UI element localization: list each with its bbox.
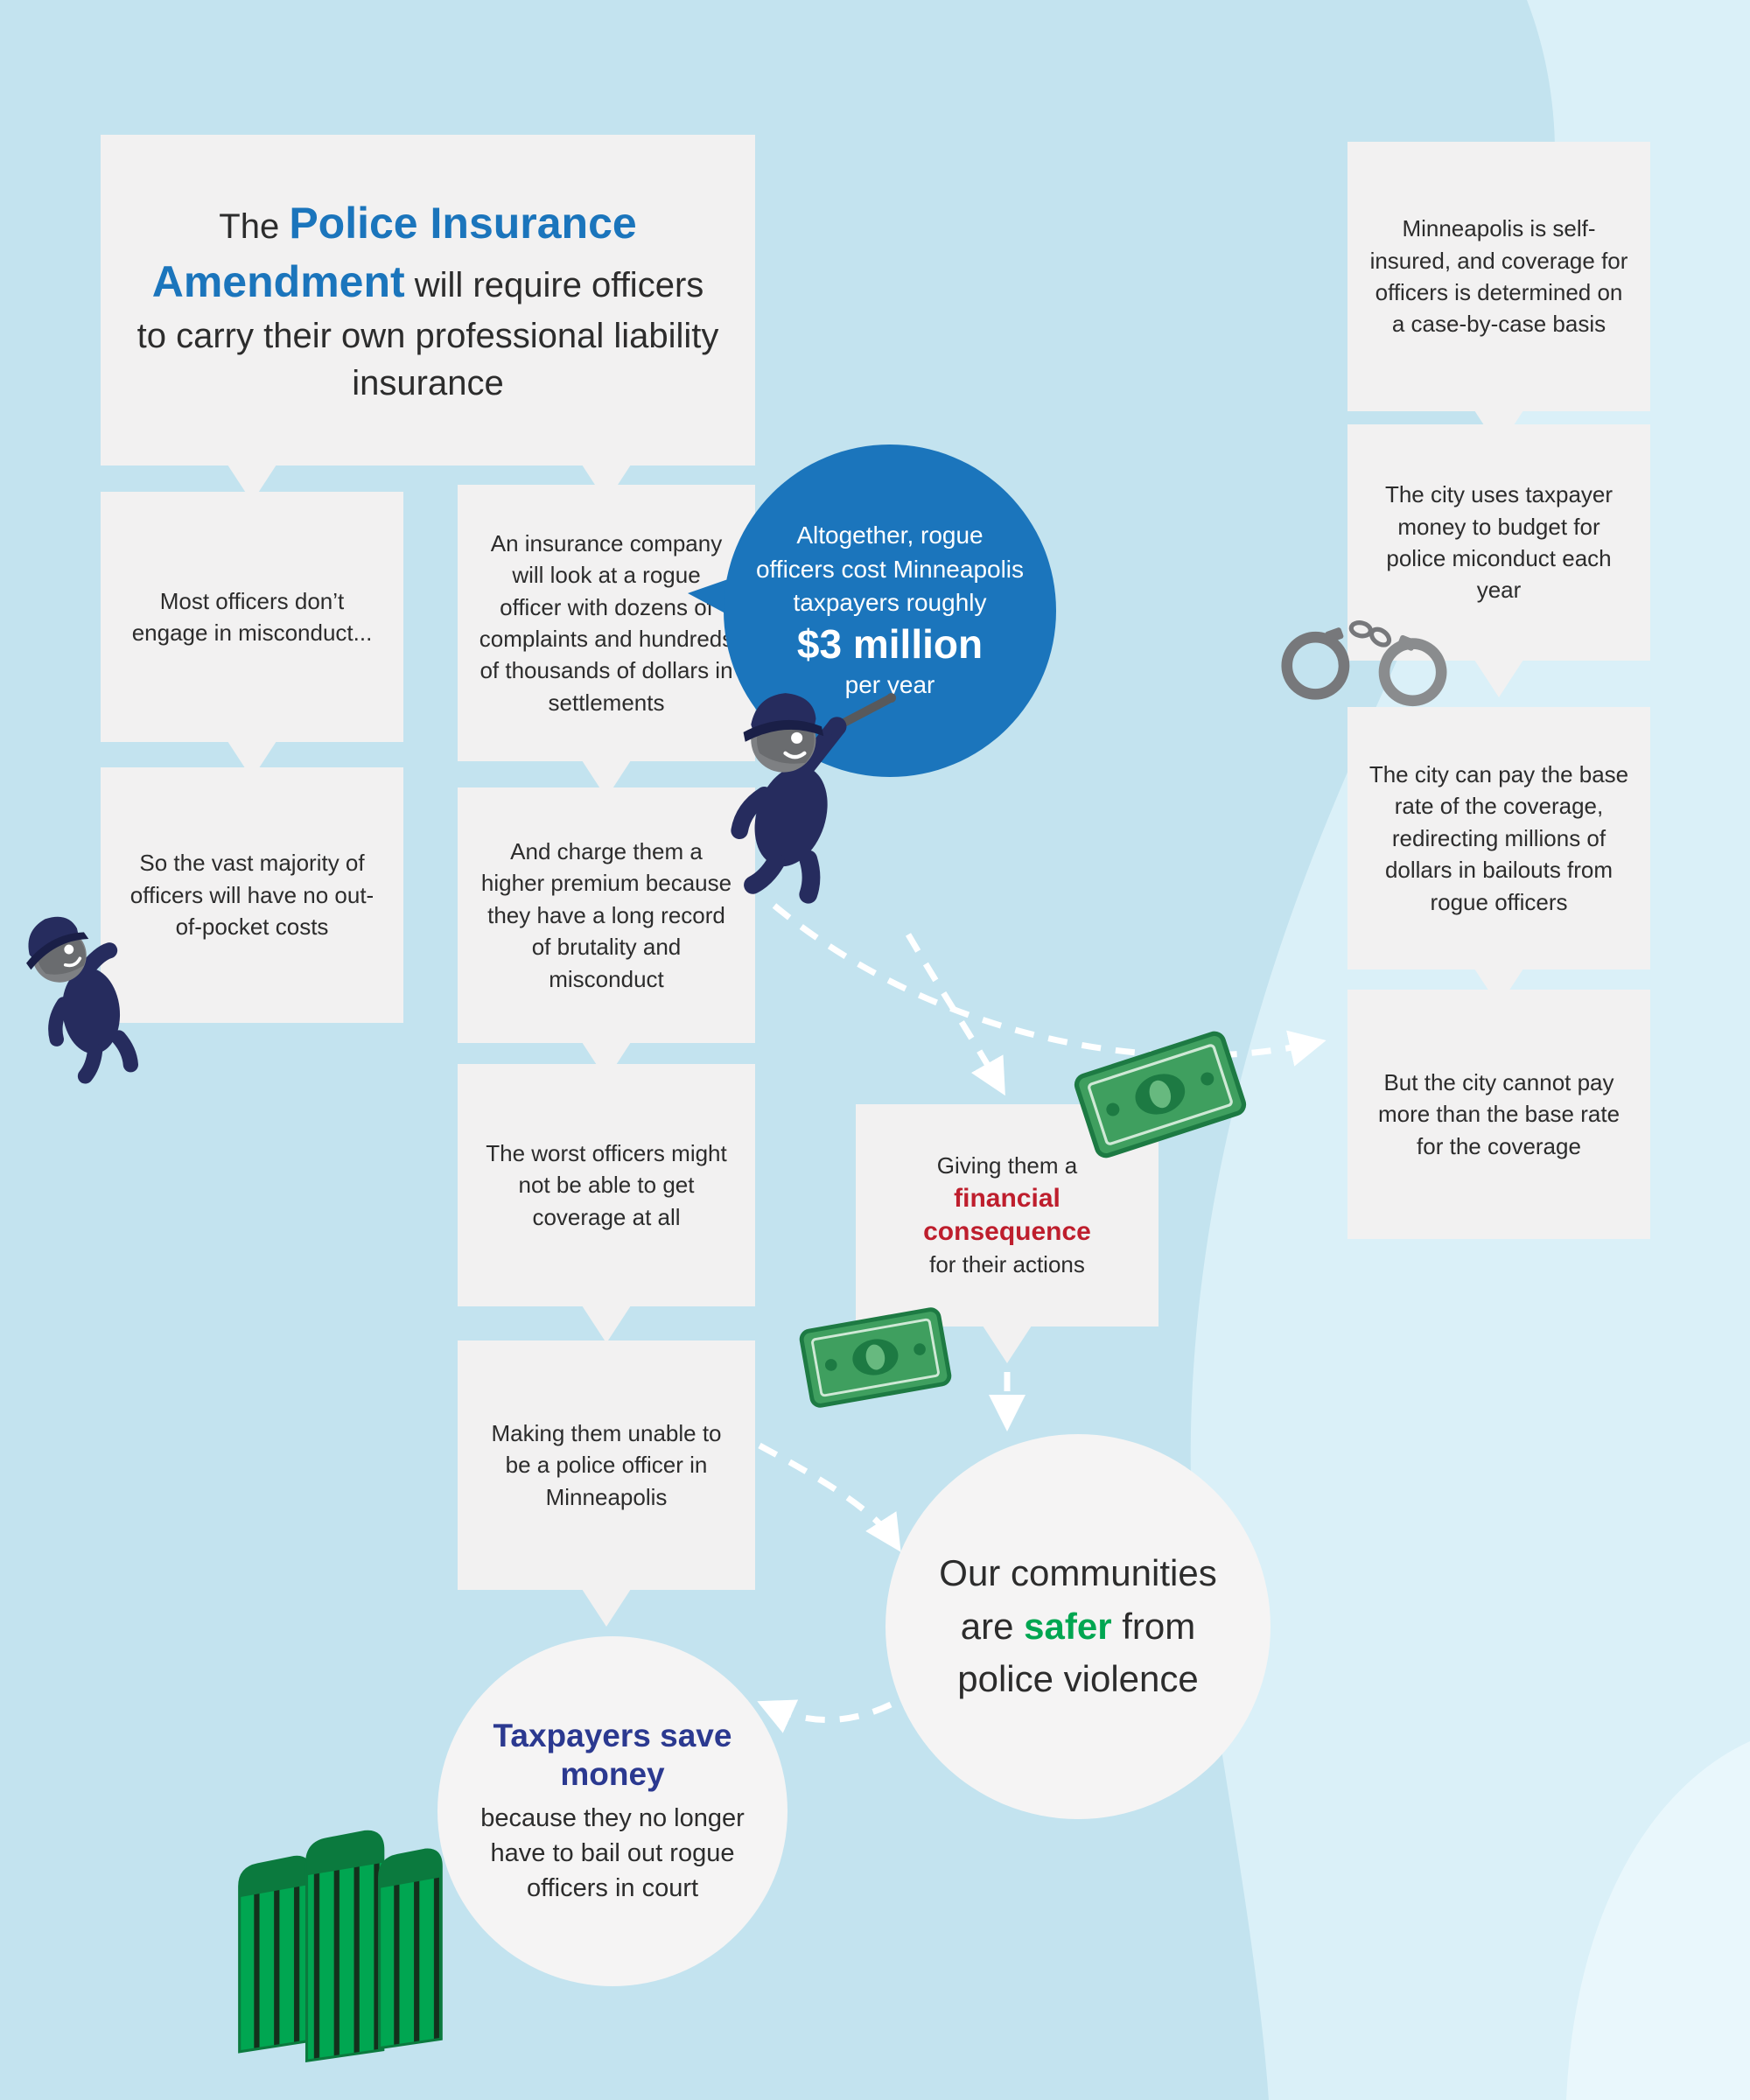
box-no-coverage-text: The worst officers might not be able to … — [486, 1139, 727, 1230]
taxpayers-highlight: Taxpayers save money — [493, 1717, 732, 1792]
cost-bubble-amount: $3 million — [796, 621, 984, 668]
box-no-out-of-pocket: So the vast majority of officers will ha… — [101, 767, 403, 1023]
box-most-officers: Most officers don’t engage in misconduct… — [101, 492, 403, 742]
background-corner-curve — [1566, 1741, 1750, 2100]
handcuffs-icon — [1281, 620, 1447, 707]
money-stack-shape — [238, 1830, 443, 2062]
title-pre: The — [219, 206, 290, 246]
consequence-pre: Giving them a — [936, 1152, 1078, 1180]
police-officer-figure — [26, 916, 138, 1084]
box-unable-officer: Making them unable to be a police office… — [458, 1340, 755, 1590]
circle-communities-safer: Our communities are safer from police vi… — [886, 1434, 1270, 1819]
box-no-out-of-pocket-text: So the vast majority of officers will ha… — [130, 850, 374, 941]
police-officer-icon — [731, 693, 897, 904]
arrow-officer-to-base-rate — [772, 903, 1326, 1067]
title-highlight: Police Insurance Amendment — [151, 198, 637, 307]
cost-bubble-line1: Altogether, rogue officers cost Minneapo… — [755, 522, 1025, 617]
box-higher-premium: And charge them a higher premium because… — [458, 788, 755, 1043]
arrow-unable-to-safer — [758, 1442, 901, 1552]
box-unable-officer-text: Making them unable to be a police office… — [491, 1419, 722, 1510]
box-base-rate-limit: But the city cannot pay more than the ba… — [1348, 990, 1650, 1239]
consequence-post: for their actions — [929, 1251, 1085, 1278]
money-bill-shape — [1074, 1031, 1247, 1158]
connector-tail — [1473, 657, 1525, 697]
box-taxpayer-budget: The city uses taxpayer money to budget f… — [1348, 424, 1650, 661]
box-base-rate-limit-text: But the city cannot pay more than the ba… — [1377, 1068, 1620, 1159]
box-self-insured: Minneapolis is self-insured, and coverag… — [1348, 142, 1650, 411]
box-most-officers-text: Most officers don’t engage in misconduct… — [131, 587, 373, 646]
title-box: The Police Insurance Amendment will requ… — [101, 135, 755, 466]
arrow-safer-to-taxpayers — [757, 1699, 892, 1733]
money-bill-icon — [799, 1307, 952, 1408]
box-base-rate-pay-text: The city can pay the base rate of the co… — [1368, 761, 1629, 915]
title-text: The Police Insurance Amendment will requ… — [136, 194, 720, 407]
money-bill-icon — [1074, 1031, 1247, 1158]
box-insurance-company-text: An insurance company will look at a rogu… — [479, 529, 734, 716]
money-stack-icon — [238, 1830, 443, 2062]
box-no-coverage: The worst officers might not be able to … — [458, 1064, 755, 1306]
arrow-bubble-to-consequence — [905, 933, 1005, 1096]
police-officer-icon — [26, 916, 138, 1084]
safer-post: from police violence — [957, 1605, 1199, 1700]
box-financial-consequence-text: Giving them a financial consequence for … — [877, 1150, 1138, 1281]
connector-tail — [981, 1323, 1033, 1363]
connector-tail — [580, 1586, 633, 1627]
circle-taxpayers-save: Taxpayers save money because they no lon… — [438, 1636, 788, 1986]
police-officer-figure — [731, 693, 897, 904]
safer-highlight: safer — [1024, 1605, 1112, 1647]
circle-communities-safer-text: Our communities are safer from police vi… — [924, 1547, 1232, 1707]
title-post: will require officers to carry their own… — [136, 266, 719, 402]
handcuffs-shape — [1281, 620, 1447, 707]
money-bill-shape — [799, 1307, 952, 1408]
box-taxpayer-budget-text: The city uses taxpayer money to budget f… — [1384, 481, 1614, 604]
circle-taxpayers-save-text: Taxpayers save money because they no lon… — [476, 1717, 749, 1907]
taxpayers-post: because they no longer have to bail out … — [480, 1804, 745, 1903]
connector-tail — [580, 1303, 633, 1343]
box-higher-premium-text: And charge them a higher premium because… — [480, 838, 732, 992]
safer-pre: Our communities are — [939, 1551, 1217, 1647]
box-base-rate-pay: The city can pay the base rate of the co… — [1348, 707, 1650, 970]
box-self-insured-text: Minneapolis is self-insured, and coverag… — [1369, 215, 1628, 338]
consequence-highlight: financial consequence — [923, 1183, 1091, 1246]
